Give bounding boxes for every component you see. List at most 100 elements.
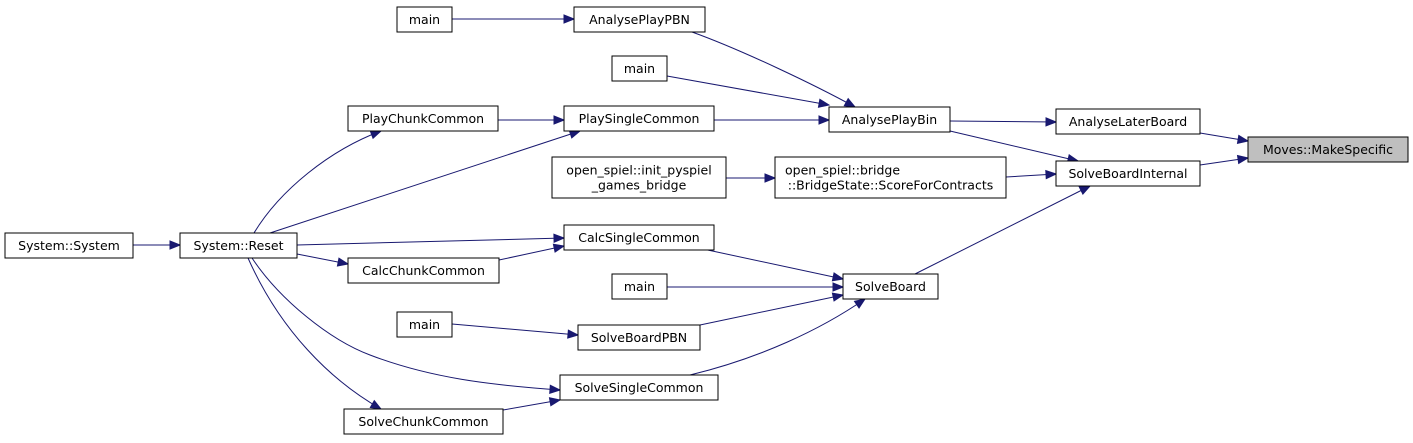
edge-line <box>296 237 565 246</box>
nodes-layer: Moves::MakeSpecific AnalyseLaterBoardSolv… <box>4 6 1409 435</box>
edge-calcsinglecommon-to-solveboard <box>702 248 845 282</box>
edge-main_a-to-analyseplaypbn <box>452 14 576 24</box>
edge-playsinglecommon-to-analyseplaybin <box>714 115 831 125</box>
node-box <box>4 232 134 259</box>
edge-main_b-to-analyseplaybin <box>666 75 831 108</box>
edge-line <box>451 323 579 336</box>
edge-line <box>949 130 1079 162</box>
node-label: SolveChunkCommon <box>358 414 488 429</box>
edge-arrowhead <box>831 272 845 282</box>
node-playchunkcommon[interactable]: PlayChunkCommon <box>347 105 499 132</box>
node-analyseplaybin[interactable]: AnalysePlayBin <box>828 106 951 133</box>
edge-arrowhead <box>567 329 580 339</box>
node-label: SolveSingleCommon <box>575 380 704 395</box>
node-box <box>563 224 715 251</box>
edge-line <box>691 31 856 108</box>
node-analyseplaypbn[interactable]: AnalysePlayPBN <box>573 6 706 33</box>
node-label: AnalysePlayBin <box>842 112 937 127</box>
node-main-b[interactable]: main <box>611 55 668 82</box>
edge-line <box>689 298 866 376</box>
edge-solvesinglecommon-to-solveboard <box>689 298 867 376</box>
edge-arrowhead <box>818 115 831 125</box>
edge-arrowhead <box>563 14 576 24</box>
node-solveboardinternal[interactable]: SolveBoardInternal <box>1055 160 1201 187</box>
node-box <box>551 156 727 199</box>
node-box <box>343 408 504 435</box>
node-label: AnalyseLaterBoard <box>1069 114 1187 129</box>
edge-arrowhead <box>1236 154 1250 165</box>
node-solveboardpbn[interactable]: SolveBoardPBN <box>577 324 701 351</box>
node-solvechunkcommon[interactable]: SolveChunkCommon <box>343 408 504 435</box>
node-box <box>179 232 298 259</box>
edge-arrowhead <box>1045 169 1058 180</box>
node-box <box>563 105 715 132</box>
edge-arrowhead <box>843 97 857 108</box>
node-calcchunkcommon[interactable]: CalcChunkCommon <box>347 257 500 284</box>
edge-analyselaterboard-to-makespecific <box>1199 132 1250 144</box>
node-label: CalcSingleCommon <box>578 230 699 245</box>
node-label: ::BridgeState::ScoreForContracts <box>788 178 994 193</box>
node-label: main <box>624 61 655 76</box>
edge-calcchunkcommon-to-calcsinglecommon <box>498 243 566 261</box>
node-calcsinglecommon[interactable]: CalcSingleCommon <box>563 224 715 251</box>
node-box <box>828 106 951 133</box>
node-label: SolveBoard <box>855 279 926 294</box>
node-label: main <box>624 279 655 294</box>
node-makespecific[interactable]: Moves::MakeSpecific <box>1247 136 1409 163</box>
edge-analyseplaypbn-to-analyseplaybin <box>691 31 857 108</box>
edge-line <box>949 120 1057 123</box>
node-system-system[interactable]: System::System <box>4 232 134 259</box>
edge-line <box>666 75 830 106</box>
node-main-d[interactable]: main <box>396 311 453 338</box>
edge-arrowhead <box>764 173 777 183</box>
node-box <box>611 55 668 82</box>
edge-line <box>251 257 561 391</box>
node-box <box>396 311 453 338</box>
node-label: SolveBoardPBN <box>591 330 687 345</box>
edge-analyseplaybin-to-analyselaterboard <box>949 117 1058 127</box>
edge-arrowhead <box>336 257 350 267</box>
node-label: open_spiel::init_pyspiel <box>566 163 711 178</box>
edge-line <box>253 130 382 234</box>
node-system-reset[interactable]: System::Reset <box>179 232 298 259</box>
node-analyselaterboard[interactable]: AnalyseLaterBoard <box>1055 108 1201 135</box>
edge-line <box>702 248 844 280</box>
edge-arrowhead <box>853 298 867 309</box>
node-solveboard[interactable]: SolveBoard <box>842 273 939 300</box>
edge-arrowhead <box>1236 134 1250 144</box>
node-label: CalcChunkCommon <box>362 263 485 278</box>
edges-layer <box>133 14 1250 411</box>
node-box <box>347 257 500 284</box>
node-init-pyspiel[interactable]: open_spiel::init_pyspiel_games_bridge <box>551 156 727 199</box>
node-box <box>1055 108 1201 135</box>
edge-main_c-to-solveboard <box>667 282 845 292</box>
node-main-a[interactable]: main <box>396 6 453 33</box>
edge-arrowhead <box>817 98 831 108</box>
node-playsinglecommon[interactable]: PlaySingleCommon <box>563 105 715 132</box>
edge-system_reset-to-solvesinglecommon <box>251 257 562 394</box>
node-scoreforcontracts[interactable]: open_spiel::bridge::BridgeState::ScoreFo… <box>774 156 1007 199</box>
edge-system_reset-to-solvechunkcommon <box>247 257 383 410</box>
node-box <box>396 6 453 33</box>
edge-playchunkcommon-to-playsinglecommon <box>498 115 566 125</box>
node-main-c[interactable]: main <box>611 273 668 300</box>
edge-arrowhead <box>369 130 383 140</box>
node-solvesinglecommon[interactable]: SolveSingleCommon <box>559 374 719 401</box>
node-label: System::Reset <box>194 238 284 253</box>
node-box <box>1247 136 1409 163</box>
edge-arrowhead <box>831 292 845 302</box>
node-box <box>842 273 939 300</box>
edge-arrowhead <box>1078 185 1092 195</box>
edge-line <box>269 130 581 234</box>
node-box <box>573 6 706 33</box>
node-label: open_spiel::bridge <box>785 163 900 178</box>
node-label: PlaySingleCommon <box>579 111 700 126</box>
edge-arrowhead <box>169 240 182 250</box>
edge-arrowhead <box>553 115 566 125</box>
node-label: SolveBoardInternal <box>1068 166 1187 181</box>
edge-line <box>699 294 844 326</box>
node-box <box>611 273 668 300</box>
edge-solveboardpbn-to-solveboard <box>699 292 845 326</box>
node-label: _games_bridge <box>591 178 687 193</box>
